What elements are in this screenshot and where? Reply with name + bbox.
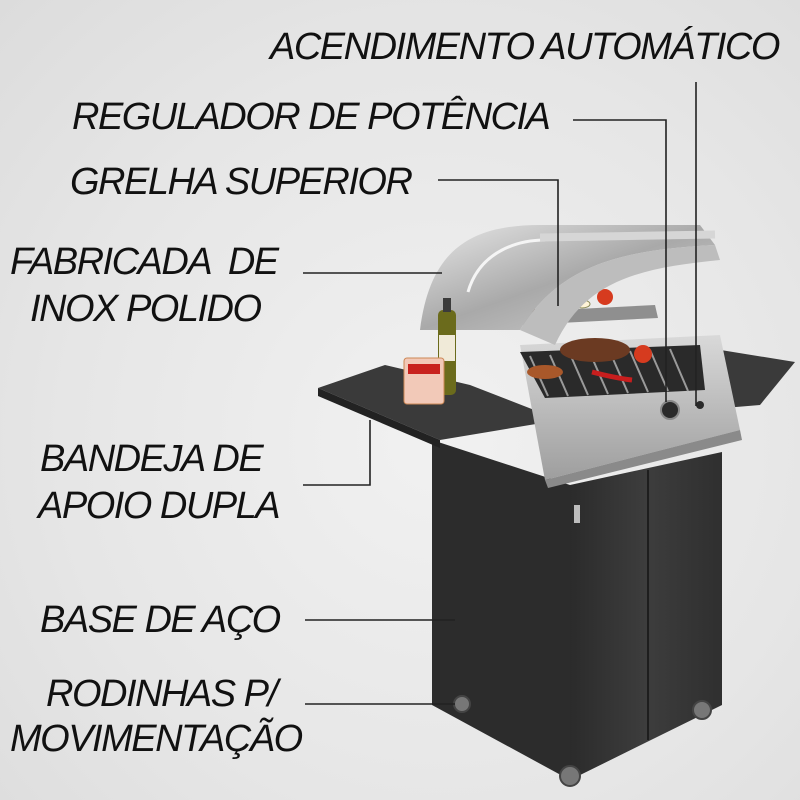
steel-base-cabinet: [432, 440, 722, 780]
steak: [560, 338, 630, 362]
label-tray-line2: APOIO DUPLA: [38, 485, 281, 527]
label-wheels-line2: MOVIMENTAÇÃO: [10, 718, 303, 760]
label-steel-base: BASE DE AÇO: [40, 599, 281, 641]
pepper: [591, 369, 633, 383]
power-knob-icon: [660, 400, 680, 420]
lid-handle: [539, 230, 716, 242]
sausage: [527, 365, 563, 379]
grill-body: [520, 335, 742, 488]
leader-grelha: [438, 179, 559, 306]
label-automatic-ignition: ACENDIMENTO AUTOMÁTICO: [270, 26, 780, 68]
label-material-line1: FABRICADA DE: [10, 241, 279, 283]
wheel-icon: [692, 700, 712, 720]
leader-regulador: [573, 119, 667, 402]
label-material-line2: INOX POLIDO: [30, 288, 262, 330]
igniter-button-icon: [696, 401, 704, 409]
wheel-icon: [453, 695, 471, 713]
cabinet-handle: [574, 505, 580, 523]
label-upper-grate: GRELHA SUPERIOR: [70, 161, 413, 203]
tomato: [634, 345, 652, 363]
caster-wheels: [453, 695, 712, 787]
leader-lines: [303, 82, 697, 705]
label-power-regulator: REGULADOR DE POTÊNCIA: [72, 96, 551, 138]
stainless-lid: [420, 225, 720, 345]
label-tray-line1: BANDEJA DE: [40, 438, 264, 480]
salt-bag: [403, 357, 445, 405]
leader-bandeja: [303, 420, 371, 486]
label-wheels-line1: RODINHAS P/: [46, 673, 278, 715]
wheel-icon: [559, 765, 581, 787]
